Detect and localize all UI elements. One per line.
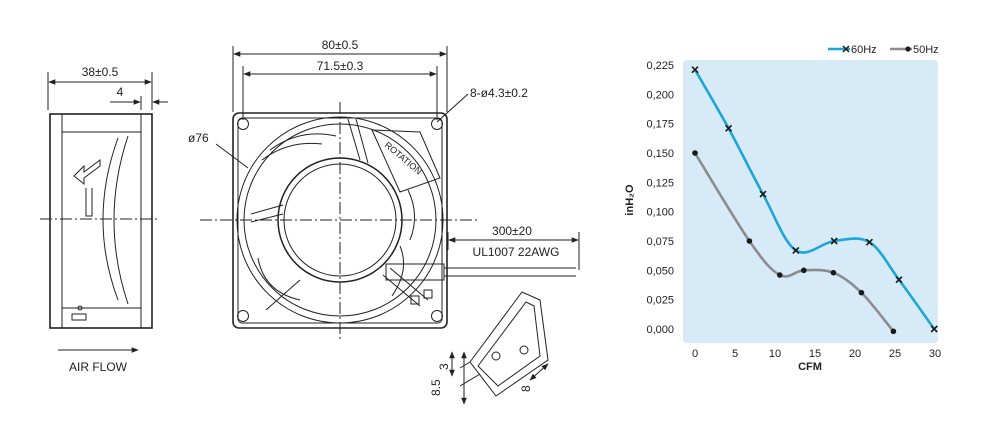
legend-marker-60Hz [842,45,850,53]
terminal-dim-a: 3 [437,363,451,370]
flange-dimension: 4 [117,85,124,99]
plot-background [683,60,938,343]
data-point-50Hz [692,150,698,156]
data-point-50Hz [801,267,807,274]
side-view [40,72,168,353]
airflow-label: AIR FLOW [69,360,128,374]
y-tick-label: 0,000 [646,324,674,336]
lead-wire-spec: UL1007 22AWG [473,245,560,259]
terminal-dim-c: 8 [519,385,533,392]
x-axis-label: CFM [798,361,822,373]
y-tick-label: 0,200 [646,89,674,101]
rotation-label: ROTATION [383,140,424,177]
y-tick-label: 0,125 [646,177,674,189]
data-point-60Hz [930,325,938,333]
data-point-50Hz [830,269,837,276]
legend-label-60Hz: 60Hz [851,44,877,56]
outer-dimension: 80±0.5 [322,38,359,52]
data-point-60Hz [691,66,699,74]
y-axis-label: inH₂O [624,184,636,216]
data-point-50Hz [746,238,753,244]
legend-marker-50Hz [905,46,911,52]
y-tick-label: 0,100 [646,207,674,219]
terminal-dim-b: 8.5 [429,379,443,396]
data-point-60Hz [792,246,800,254]
venturi-diameter-callout: ø76 [188,131,209,145]
hole-pitch-dimension: 71.5±0.3 [317,59,364,73]
data-point-60Hz [865,238,873,246]
data-point-50Hz [858,289,865,296]
x-tick-label: 0 [692,348,698,360]
y-tick-label: 0,075 [646,236,674,248]
data-point-60Hz [895,276,903,284]
y-tick-label: 0,225 [646,60,674,72]
depth-dimension: 38±0.5 [82,65,119,79]
y-tick-label: 0,025 [646,295,674,307]
data-point-60Hz [725,124,733,132]
x-tick-label: 25 [889,348,901,360]
front-view [200,46,580,340]
data-point-60Hz [830,237,838,245]
lead-length-dimension: 300±20 [492,224,532,238]
x-tick-label: 30 [929,348,941,360]
y-tick-label: 0,175 [646,119,674,131]
x-tick-label: 5 [732,348,738,360]
x-tick-label: 20 [849,348,861,360]
mounting-holes-callout: 8-ø4.3±0.2 [470,86,528,100]
y-tick-label: 0,050 [646,265,674,277]
legend-label-50Hz: 50Hz [913,44,939,56]
x-tick-label: 10 [769,348,781,360]
data-point-60Hz [759,190,767,198]
y-tick-label: 0,150 [646,148,674,160]
terminal-detail [449,291,549,405]
data-point-50Hz [777,272,783,278]
pressure-flow-chart: 0,000 0,025 0,050 0,075 0,100 0,125 0,150 0,175… [624,44,941,373]
x-tick-label: 15 [809,348,821,360]
data-point-50Hz [890,328,897,335]
